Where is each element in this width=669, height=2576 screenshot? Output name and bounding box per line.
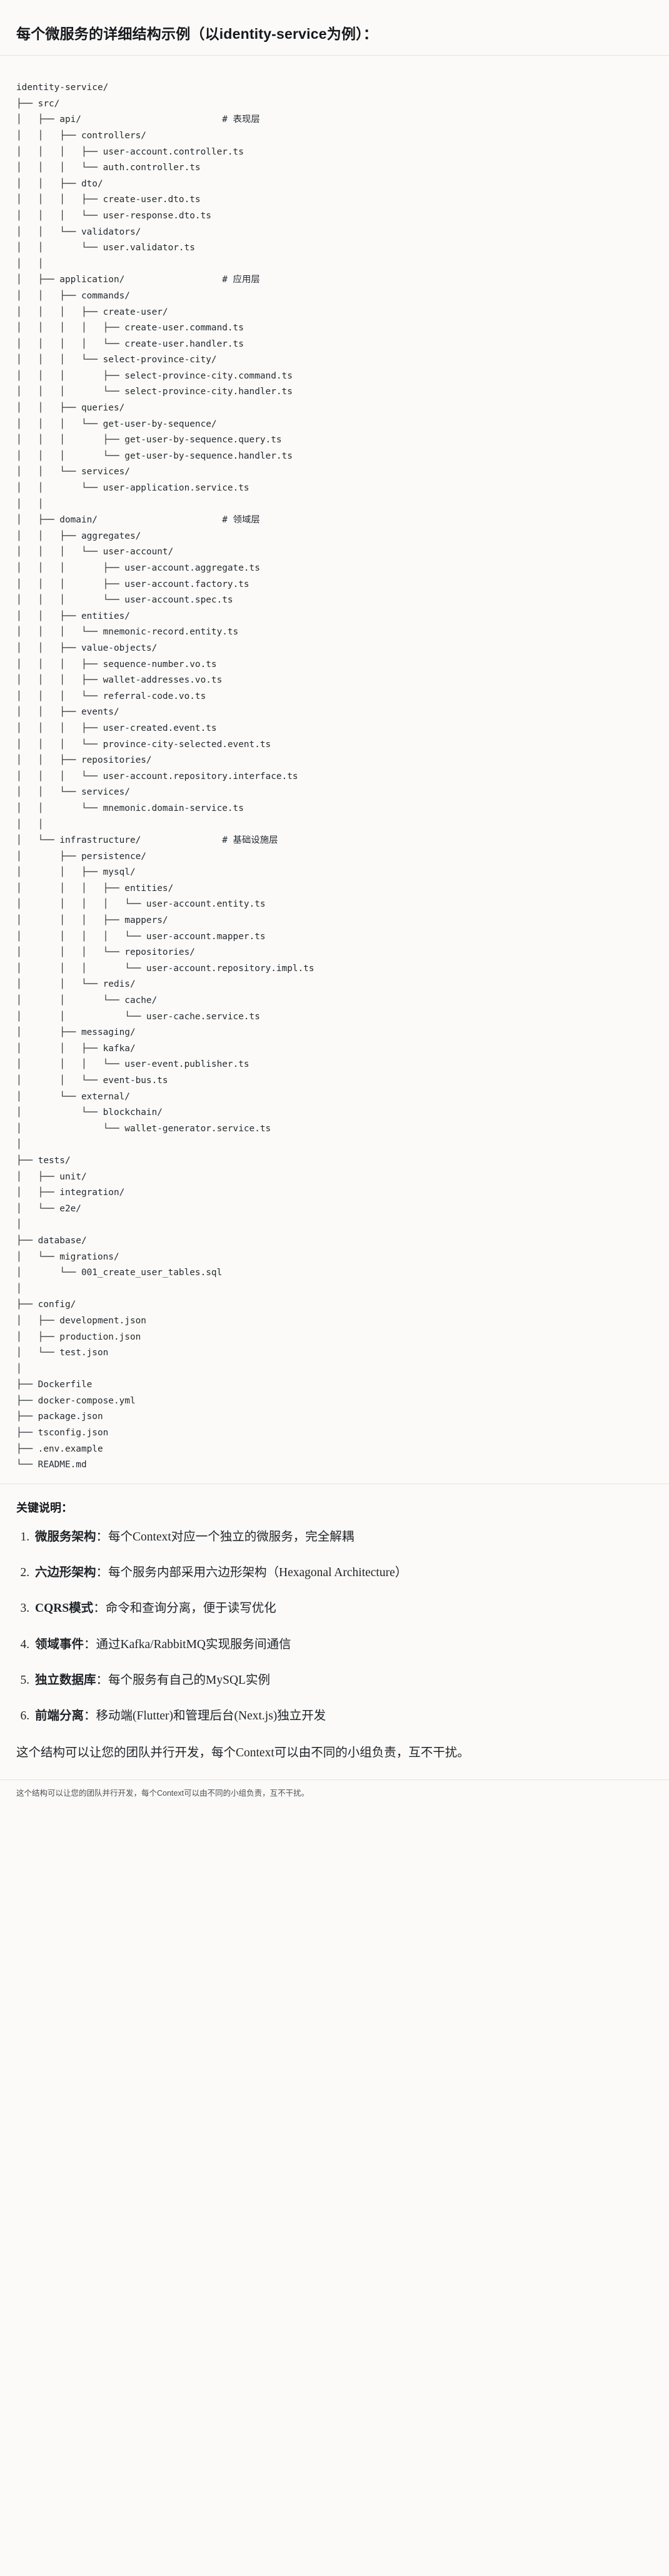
key-point-term: 前端分离 [35,1709,84,1723]
key-point-item: 六边形架构：每个服务内部采用六边形架构（Hexagonal Architectu… [33,1564,653,1582]
key-point-term: 六边形架构 [35,1566,96,1580]
key-point-item: 微服务架构：每个Context对应一个独立的微服务，完全解耦 [33,1528,653,1546]
key-points-closing: 这个结构可以让您的团队并行开发，每个Context可以由不同的小组负责，互不干扰… [16,1746,470,1760]
key-points-section: 关键说明： 微服务架构：每个Context对应一个独立的微服务，完全解耦六边形架… [0,1484,669,1779]
key-point-separator: ： [96,1673,109,1687]
directory-tree-block: identity-service/ ├── src/ │ ├── api/ # … [0,68,669,1484]
key-point-item: CQRS模式：命令和查询分离，便于读写优化 [33,1599,653,1617]
directory-tree: identity-service/ ├── src/ │ ├── api/ # … [16,83,314,1470]
key-points-title: 关键说明： [16,1501,73,1514]
key-point-separator: ： [96,1530,109,1544]
key-point-separator: ： [96,1566,109,1580]
key-point-separator: ： [84,1637,96,1651]
key-points-list: 微服务架构：每个Context对应一个独立的微服务，完全解耦六边形架构：每个服务… [16,1528,653,1726]
key-point-description: 每个服务内部采用六边形架构（Hexagonal Architecture） [108,1566,408,1580]
key-point-item: 独立数据库：每个服务有自己的MySQL实例 [33,1671,653,1689]
key-point-description: 每个Context对应一个独立的微服务，完全解耦 [108,1530,355,1544]
key-point-item: 领域事件：通过Kafka/RabbitMQ实现服务间通信 [33,1636,653,1654]
key-point-description: 通过Kafka/RabbitMQ实现服务间通信 [96,1637,291,1651]
key-point-term: 微服务架构 [35,1530,96,1544]
key-point-item: 前端分离：移动端(Flutter)和管理后台(Next.js)独立开发 [33,1707,653,1725]
key-point-separator: ： [93,1602,106,1616]
key-point-description: 移动端(Flutter)和管理后台(Next.js)独立开发 [96,1709,326,1723]
key-point-term: 独立数据库 [35,1673,96,1687]
key-point-term: CQRS模式 [35,1602,94,1616]
footer-note: 这个结构可以让您的团队并行开发，每个Context可以由不同的小组负责，互不干扰… [0,1779,669,1808]
key-point-description: 每个服务有自己的MySQL实例 [108,1673,270,1687]
key-point-description: 命令和查询分离，便于读写优化 [105,1602,276,1616]
key-point-term: 领域事件 [35,1637,84,1651]
document-page: 每个微服务的详细结构示例（以identity-service为例）： ident… [0,12,669,1808]
key-point-separator: ： [84,1709,96,1723]
page-title: 每个微服务的详细结构示例（以identity-service为例）： [0,12,669,56]
